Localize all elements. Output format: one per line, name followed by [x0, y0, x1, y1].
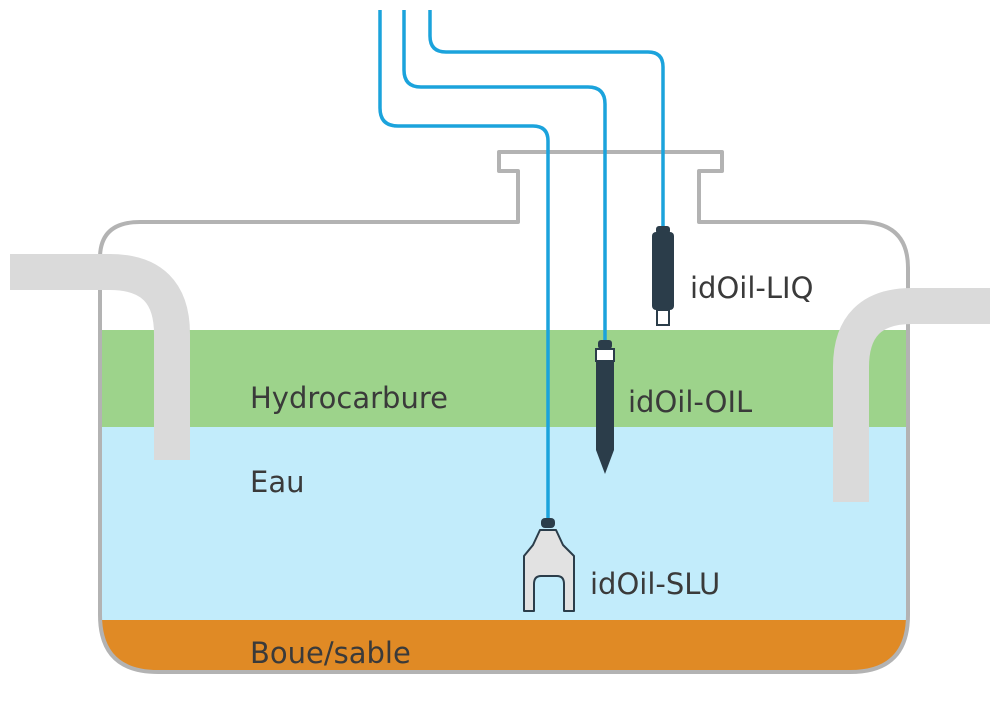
- slu-sensor-body: [523, 529, 575, 612]
- oil-sensor: [595, 340, 615, 474]
- liq-sensor-body: [652, 232, 674, 310]
- cable-slu: [378, 10, 550, 520]
- tank-contents: [100, 330, 908, 672]
- inlet-pipe: [10, 254, 190, 460]
- sludge-layer: [100, 620, 908, 672]
- water-label: Eau: [250, 465, 304, 499]
- cable-oil: [402, 10, 607, 340]
- oil-sensor-collar: [595, 348, 615, 362]
- slu-sensor-label: idOil-SLU: [590, 567, 720, 601]
- hydrocarbon-label: Hydrocarbure: [250, 381, 448, 415]
- oil-sensor-cap: [598, 340, 612, 349]
- hydrocarbon-layer: [100, 330, 908, 427]
- liq-sensor: [652, 226, 674, 326]
- outlet-pipe: [833, 288, 990, 502]
- slu-sensor: [523, 518, 575, 612]
- sludge-label: Boue/sable: [250, 636, 411, 670]
- liq-sensor-label: idOil-LIQ: [690, 271, 813, 305]
- cable-liq: [428, 10, 665, 226]
- tank-outline: [98, 150, 910, 674]
- oil-sensor-label: idOil-OIL: [628, 385, 752, 419]
- liq-sensor-tip: [656, 309, 670, 326]
- oil-sensor-tip: [596, 450, 614, 474]
- sensor-cables: [378, 10, 665, 520]
- oil-sensor-body: [596, 361, 614, 450]
- water-layer: [100, 427, 908, 620]
- slu-sensor-cap: [541, 518, 555, 528]
